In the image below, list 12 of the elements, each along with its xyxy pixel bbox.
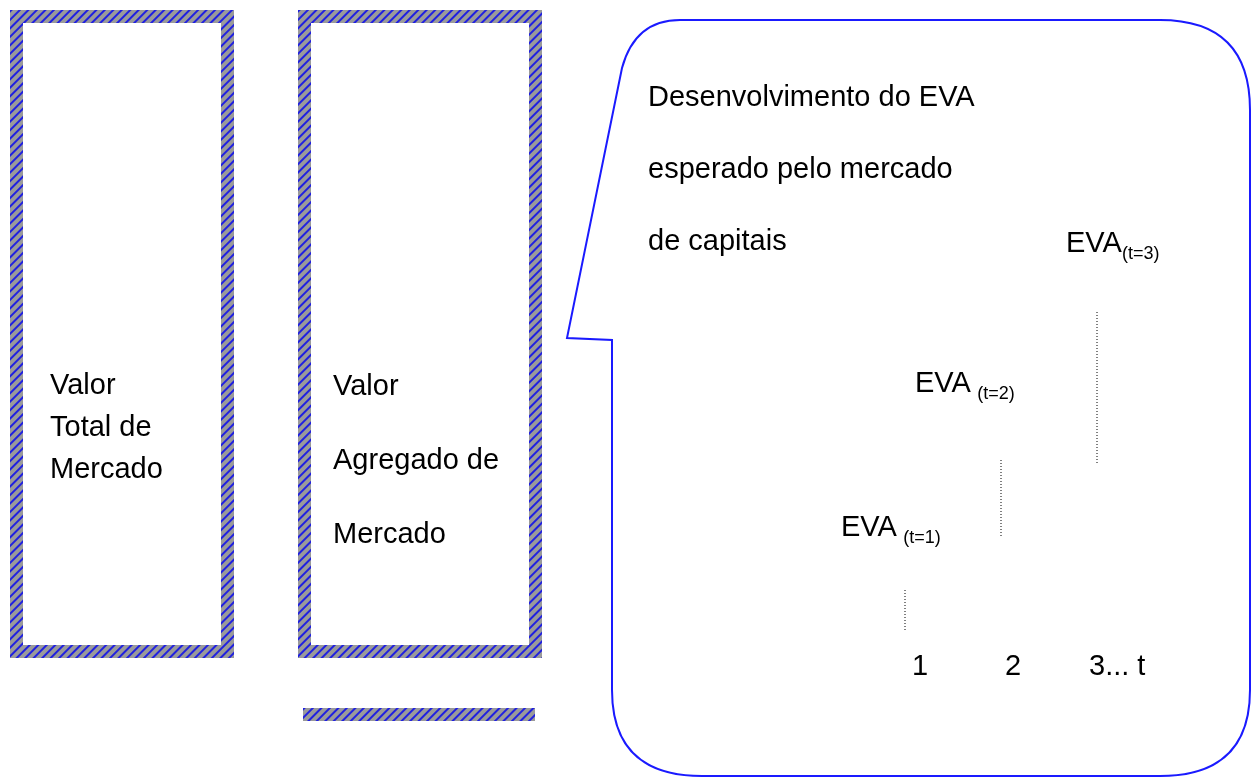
eva-label: EVA$_{(t=3)}$	[1066, 226, 1160, 264]
period-number: 1	[912, 649, 929, 682]
box-text: Valor Agregado de Mercado	[333, 368, 501, 551]
hatched-frame-box	[298, 10, 542, 658]
period-number: 2	[1005, 649, 1022, 682]
box-text: Desenvolvimento do EVA esperado pelo mercado de capitais	[648, 79, 975, 258]
eva-label: EVA $_{(t=1)}$	[841, 510, 941, 548]
hatched-bar	[303, 708, 535, 721]
period-number: 3... t	[1089, 649, 1146, 682]
box-text: Valor Total de Mercado	[50, 367, 164, 486]
eva-label: EVA $_{(t=2)}$	[915, 366, 1015, 404]
hatched-frame-box	[10, 10, 234, 658]
